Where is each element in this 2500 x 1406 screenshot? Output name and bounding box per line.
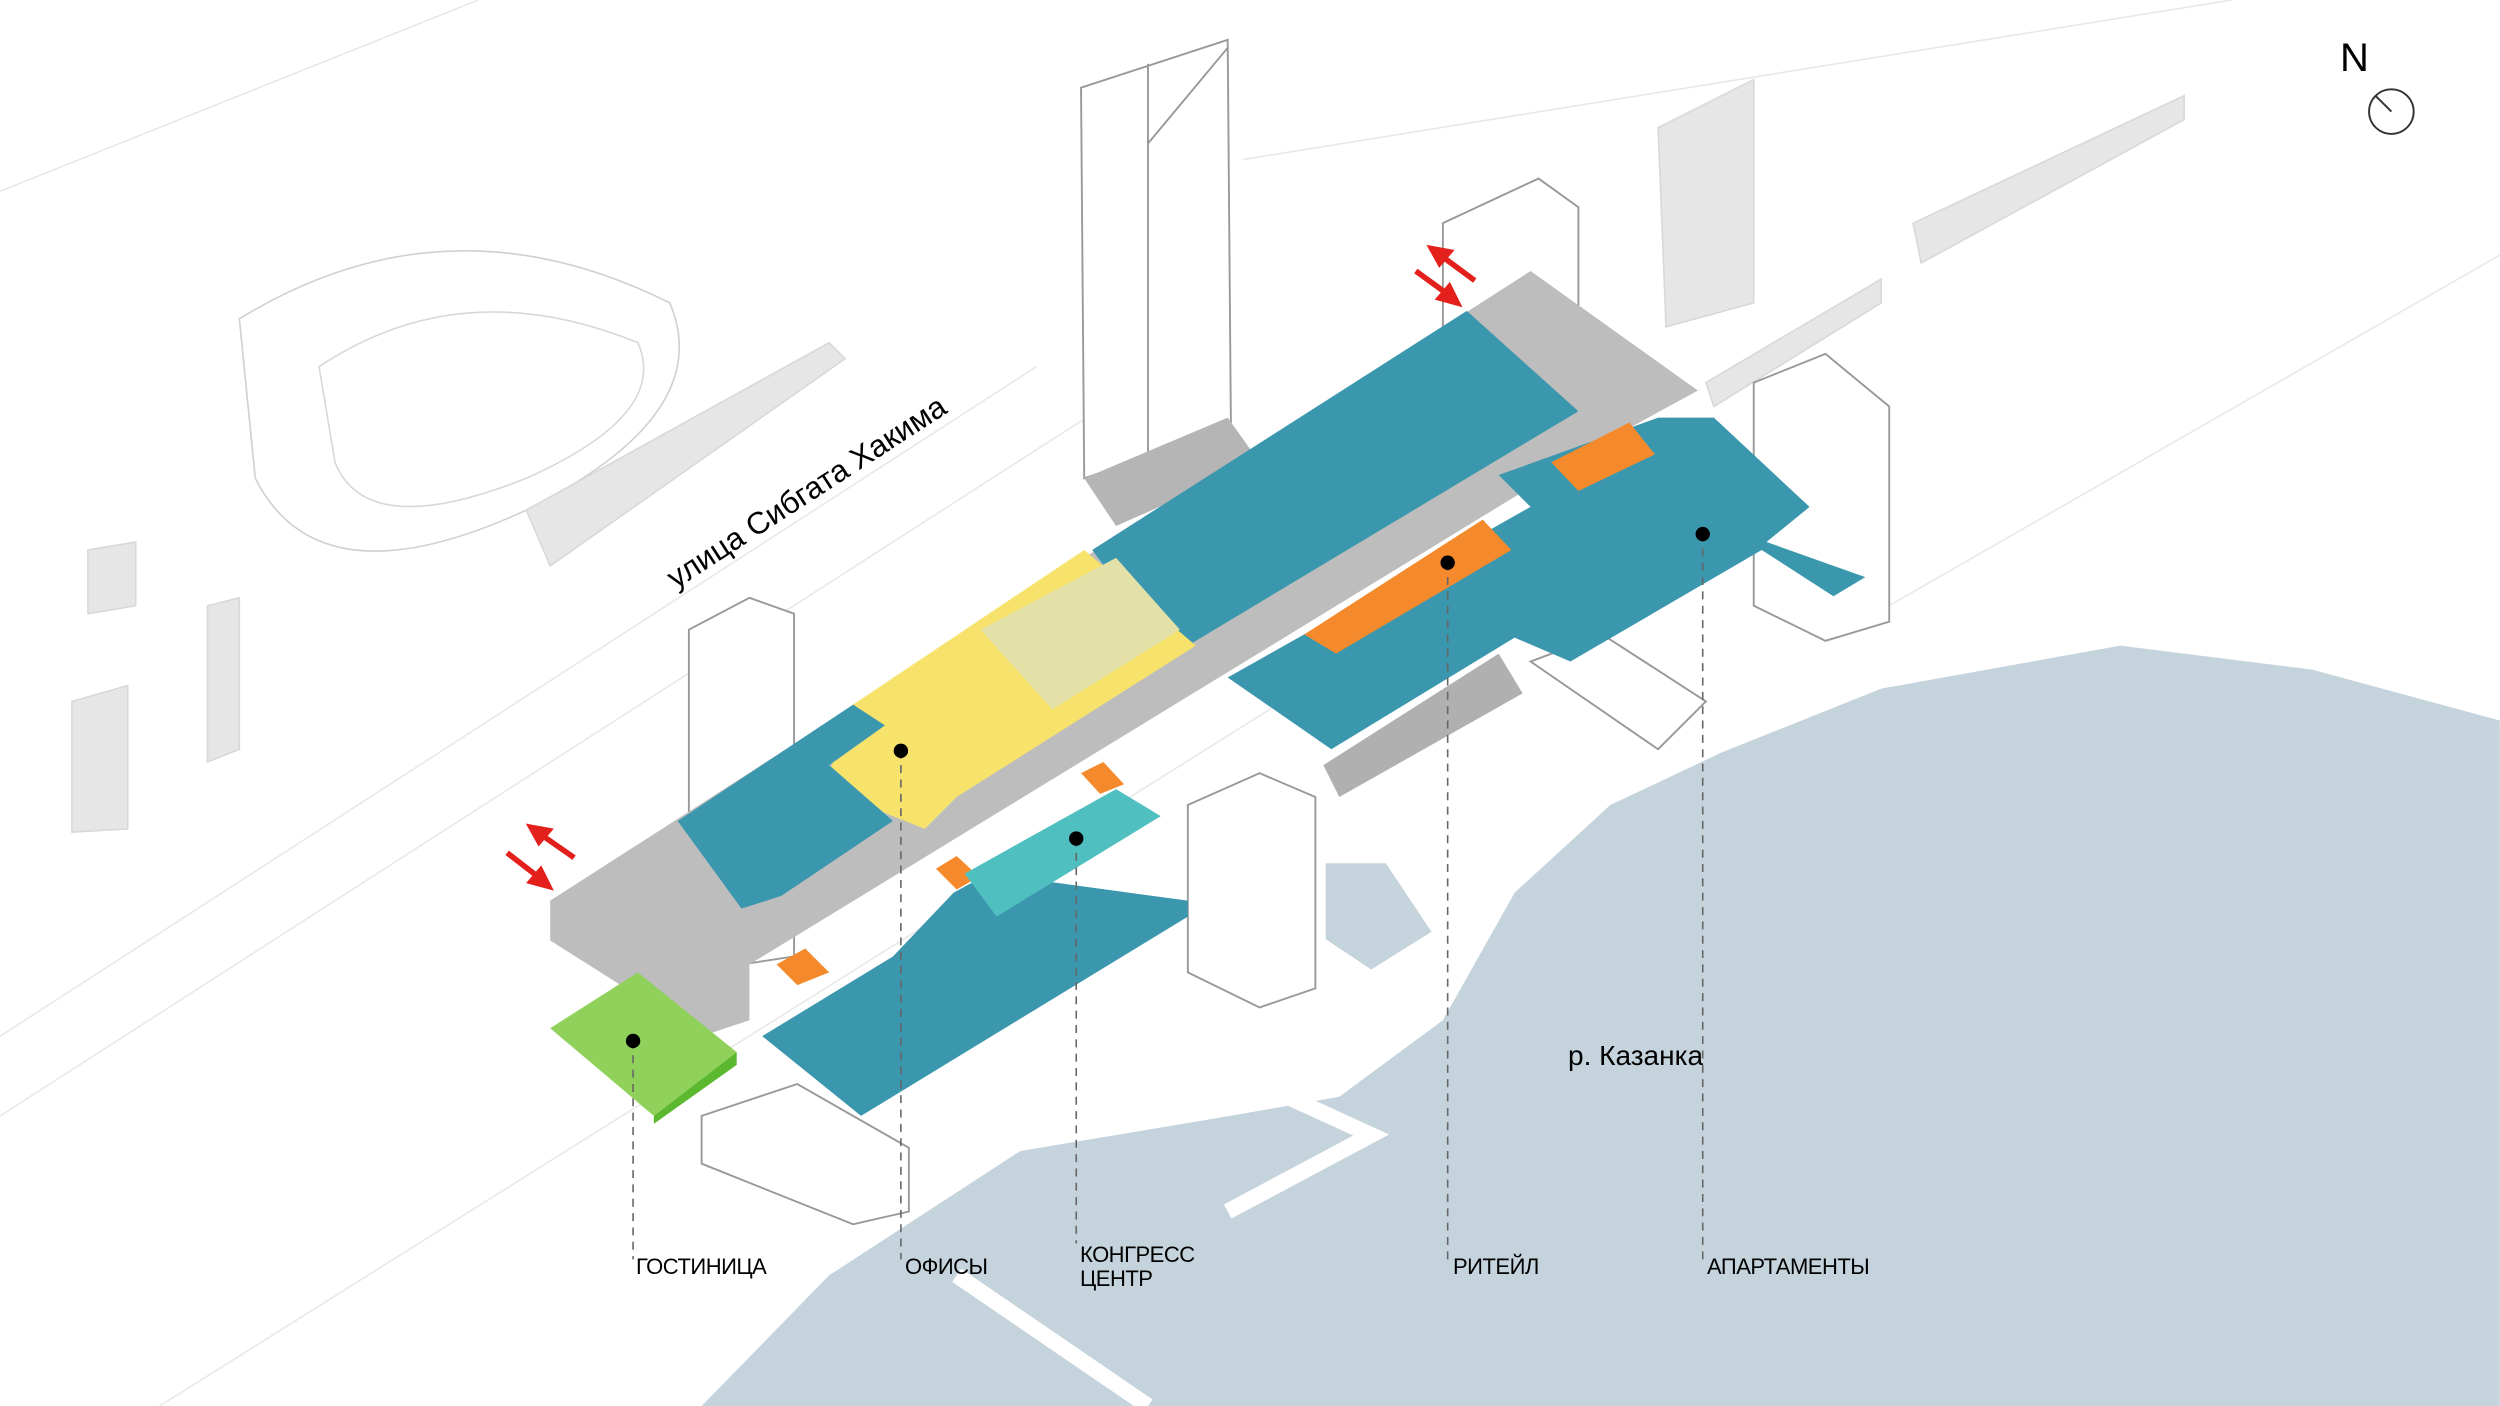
retail-zone-small-2 [935,856,980,890]
river-label: р. Казанка [1568,1040,1704,1071]
apartments-block-lower [762,873,1188,1116]
leader-lines [632,534,1704,1260]
retail-marker [1440,555,1455,570]
offices-block-shade [980,557,1180,710]
hotel-block [550,972,737,1116]
pier [952,858,1439,1406]
apartments-block-left [677,704,893,909]
context-buildings [71,78,2185,833]
legend-retail: РИТЕЙЛ [1453,1254,1539,1279]
apartments-block-upper [1092,310,1579,646]
apartments-block-right [1227,417,1866,750]
hotel-block-edge [653,1052,737,1124]
legend-apartments: АПАРТАМЕНТЫ [1707,1254,1870,1279]
retail-zone-apartments [1551,422,1655,491]
legend-hotel: ГОСТИНИЦА [636,1254,767,1279]
north-label: N [2340,36,2369,80]
entrance-arrow-icon [505,823,576,891]
retail-zone [1304,519,1512,654]
hotel-marker [625,1033,641,1049]
tower-podium [1084,417,1260,527]
river-kazanka [701,645,2500,1406]
marker-dots [625,526,1710,1049]
entrance-arrow-icon [1414,244,1477,308]
offices-marker [893,743,909,758]
apartments-marker [1695,526,1710,542]
retail-zone-small-1 [776,948,830,986]
legend-offices: ОФИСЫ [905,1254,988,1279]
walkway-lower [1323,653,1523,798]
north-compass-icon [2368,88,2415,135]
congress-marker [1069,831,1084,846]
retail-zone-small-3 [1081,761,1125,794]
legend-congress-center: КОНГРЕСС ЦЕНТР [1080,1242,1195,1291]
congress-center-block [964,789,1161,917]
